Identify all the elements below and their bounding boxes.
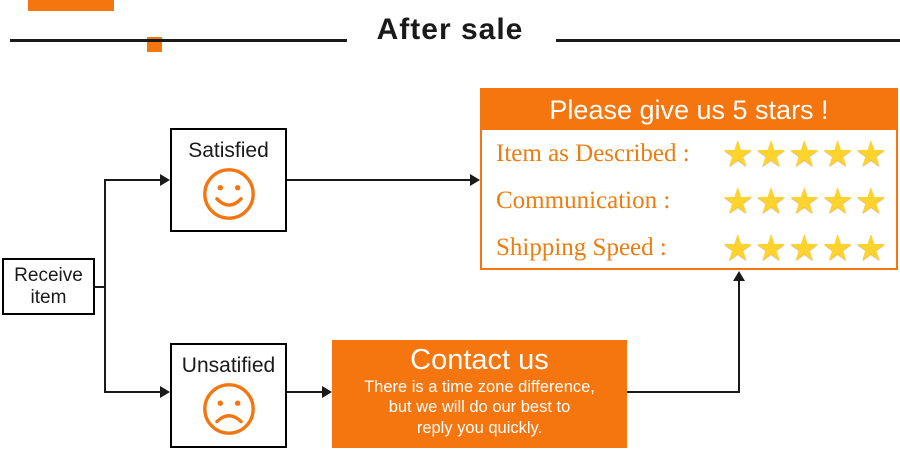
unsatisfied-label: Unsatified	[181, 354, 276, 377]
decoration-top-bar	[28, 0, 114, 11]
arrowhead-to-satisfied	[160, 174, 170, 186]
connector-unsatisfied-to-contact	[287, 391, 322, 393]
node-satisfied: Satisfied	[170, 128, 287, 232]
title-rule-left	[10, 39, 347, 42]
stars-row-item-as-described: Item as Described : ★★★★★	[482, 130, 896, 177]
arrowhead-to-contact	[322, 386, 332, 398]
happy-face-icon	[202, 168, 255, 220]
connector-contact-riser	[738, 281, 740, 393]
sad-face-icon	[202, 383, 255, 435]
stars-panel-header: Please give us 5 stars !	[482, 90, 896, 130]
stars-row-label: Shipping Speed :	[496, 233, 667, 261]
contact-line-3: reply you quickly.	[416, 418, 543, 437]
node-receive-item: Receive item	[2, 258, 95, 315]
five-stars-panel: Please give us 5 stars ! Item as Describ…	[480, 88, 898, 270]
stars-row-label: Communication :	[496, 186, 671, 214]
connector-contact-horizontal	[627, 391, 739, 393]
connector-branch-vertical	[104, 179, 106, 393]
receive-item-label-line2: item	[30, 286, 67, 308]
contact-line-2: but we will do our best to	[388, 398, 571, 417]
star-icon: ★★★★★	[721, 179, 888, 221]
node-unsatisfied: Unsatified	[170, 343, 287, 448]
page-title: After sale	[376, 13, 524, 46]
contact-line-1: There is a time zone difference,	[364, 378, 595, 397]
connector-satisfied-to-stars	[287, 179, 470, 181]
star-icon: ★★★★★	[721, 226, 888, 268]
connector-receive-junction	[94, 286, 105, 288]
contact-us-title: Contact us	[410, 344, 549, 376]
contact-us-box: Contact us There is a time zone differen…	[332, 340, 627, 448]
connector-to-satisfied	[104, 179, 160, 181]
satisfied-label: Satisfied	[188, 139, 269, 162]
stars-row-label: Item as Described :	[496, 139, 690, 167]
receive-item-label-line1: Receive	[14, 265, 83, 287]
connector-to-unsatisfied	[104, 391, 160, 393]
title-rule-right	[556, 39, 900, 42]
arrowhead-to-unsatisfied	[160, 386, 170, 398]
star-icon: ★★★★★	[721, 132, 888, 174]
stars-row-communication: Communication : ★★★★★	[482, 177, 896, 224]
arrowhead-to-stars-panel	[470, 174, 480, 186]
arrowhead-up-to-stars-panel	[733, 271, 745, 281]
stars-row-shipping-speed: Shipping Speed : ★★★★★	[482, 224, 896, 271]
